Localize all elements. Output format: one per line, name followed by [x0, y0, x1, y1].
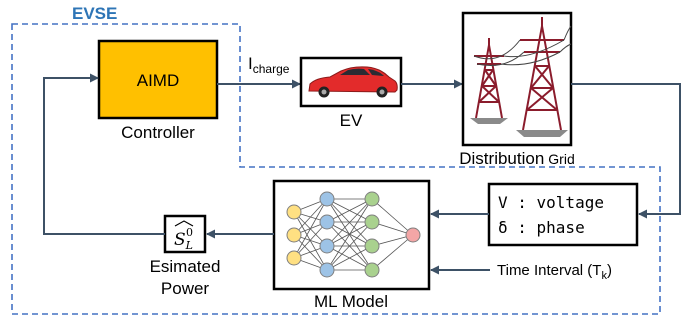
nn-edge [371, 198, 414, 236]
nn-edge [293, 234, 328, 271]
neural-network-icon [286, 191, 421, 278]
nn-edge [293, 198, 328, 236]
nn-node-layer-3 [364, 214, 380, 230]
nn-node-layer-1 [286, 227, 302, 243]
nn-edge [326, 221, 373, 271]
estimated-power-symbol: SL0 [174, 220, 194, 252]
nn-node-layer-2 [319, 191, 335, 207]
controller-caption: Controller [121, 123, 195, 142]
nn-edge [293, 221, 328, 259]
nn-node-layer-1 [286, 250, 302, 266]
nn-node-layer-2 [319, 214, 335, 230]
transmission-tower-icon [474, 17, 564, 131]
time-interval-label: Time Interval (Tk) [497, 262, 612, 282]
nn-node-layer-2 [319, 262, 335, 278]
nn-edge [293, 211, 328, 271]
arrow-grid-to-measurements [571, 83, 681, 219]
estimated-power-caption-line2: Power [161, 279, 210, 298]
voltage-measurement: V : voltage [498, 193, 604, 212]
tower-bases [470, 118, 568, 137]
nn-edge [293, 198, 328, 259]
nn-node-layer-3 [364, 262, 380, 278]
ml-model-caption: ML Model [314, 292, 388, 311]
power-lines [473, 25, 572, 66]
nn-node-layer-2 [319, 238, 335, 254]
nn-edge [326, 198, 373, 247]
aimd-controller-box [97, 39, 219, 120]
measurements-box [487, 182, 639, 247]
estimated-power-caption-line1: Esimated [150, 257, 221, 276]
charge-current-label: Icharge [248, 54, 290, 76]
phase-measurement: δ : phase [498, 218, 585, 237]
nn-edge [326, 198, 373, 271]
nn-node-layer-3 [364, 191, 380, 207]
nn-node-layer-3 [364, 238, 380, 254]
nn-node-layer-1 [286, 204, 302, 220]
nn-edge [326, 198, 373, 223]
evse-label: EVSE [72, 4, 117, 23]
ev-caption: EV [340, 111, 363, 130]
distribution-grid-box [461, 11, 573, 147]
nn-edge [371, 234, 414, 271]
evse-boundary [11, 23, 661, 315]
aimd-label: AIMD [137, 71, 180, 90]
svg-text:SL0: SL0 [174, 226, 193, 252]
nn-edge [326, 245, 373, 271]
arrow-estimate-to-controller [43, 73, 165, 235]
nn-node-layer-4 [405, 227, 421, 243]
car-icon [308, 66, 398, 98]
